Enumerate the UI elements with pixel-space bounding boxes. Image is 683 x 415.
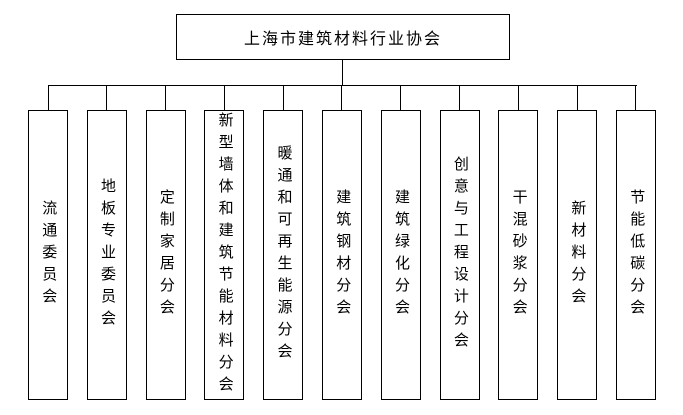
connector-horizontal-line	[48, 85, 637, 86]
branch-node-0: 流通委员会	[28, 85, 68, 400]
branch-box: 建筑钢材分会	[321, 110, 362, 400]
branch-label: 建筑钢材分会	[334, 189, 351, 321]
branch-label: 定制家居分会	[157, 189, 174, 321]
connector-stub	[282, 85, 284, 110]
branch-box: 地板专业委员会	[86, 110, 127, 400]
branch-node-2: 定制家居分会	[145, 85, 186, 400]
branch-label: 流通委员会	[40, 200, 57, 310]
connector-stub	[459, 85, 461, 110]
branch-box: 定制家居分会	[145, 110, 186, 400]
branch-label: 创意与工程设计分会	[451, 156, 468, 354]
branch-box: 节能低碳分会	[615, 110, 656, 400]
connector-stub	[165, 85, 167, 110]
branches-row: 流通委员会 地板专业委员会 定制家居分会 新型墙体和建筑节能材料分会 暖通和可再	[28, 85, 656, 400]
connector-stub	[106, 85, 108, 110]
branch-node-4: 暖通和可再生能源分会	[263, 85, 304, 400]
connector-stub	[223, 85, 225, 110]
branch-node-5: 建筑钢材分会	[321, 85, 362, 400]
connector-stub	[635, 85, 637, 110]
branch-label: 干混砂浆分会	[510, 189, 527, 321]
branch-node-7: 创意与工程设计分会	[439, 85, 480, 400]
branch-box: 创意与工程设计分会	[439, 110, 480, 400]
branch-box: 新材料分会	[557, 110, 598, 400]
connector-stub	[47, 85, 49, 110]
branch-label: 暖通和可再生能源分会	[275, 145, 292, 365]
branch-node-3: 新型墙体和建筑节能材料分会	[204, 85, 245, 400]
branch-label: 建筑绿化分会	[393, 189, 410, 321]
branch-box: 流通委员会	[28, 110, 68, 400]
branch-label: 新材料分会	[569, 200, 586, 310]
branch-node-10: 节能低碳分会	[615, 85, 656, 400]
root-node-label: 上海市建筑材料行业协会	[243, 31, 442, 48]
connector-root-stub	[342, 60, 343, 85]
connector-stub	[400, 85, 402, 110]
branch-box: 新型墙体和建筑节能材料分会	[204, 110, 245, 400]
connector-stub	[341, 85, 343, 110]
branch-box: 暖通和可再生能源分会	[263, 110, 304, 400]
connector-stub	[576, 85, 578, 110]
branch-node-9: 新材料分会	[557, 85, 598, 400]
branch-node-8: 干混砂浆分会	[498, 85, 539, 400]
branch-box: 干混砂浆分会	[498, 110, 539, 400]
branch-label: 新型墙体和建筑节能材料分会	[216, 112, 233, 398]
root-node: 上海市建筑材料行业协会	[176, 14, 510, 60]
branch-node-1: 地板专业委员会	[86, 85, 127, 400]
branch-box: 建筑绿化分会	[380, 110, 421, 400]
branch-node-6: 建筑绿化分会	[380, 85, 421, 400]
branch-label: 地板专业委员会	[99, 178, 116, 332]
connector-stub	[517, 85, 519, 110]
branch-label: 节能低碳分会	[628, 189, 645, 321]
